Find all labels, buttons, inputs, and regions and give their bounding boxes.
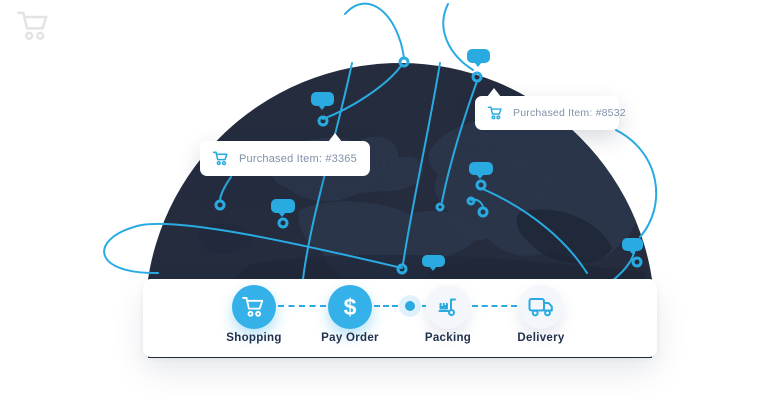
- callout-tail: [487, 88, 501, 97]
- step-connector: [472, 305, 517, 307]
- bubble-tail: [474, 62, 482, 67]
- step-label-delivery: Delivery: [517, 332, 565, 344]
- connection-lines: [103, 2, 658, 282]
- location-dots: [214, 56, 643, 275]
- delivery-truck-icon: [528, 297, 553, 316]
- step-label-pay-order: Pay Order: [321, 332, 379, 344]
- notification-bubble: [422, 255, 445, 271]
- step-connector: [374, 305, 398, 307]
- shopping-cart-logo[interactable]: [17, 10, 53, 42]
- bubble-tail: [476, 174, 484, 179]
- process-card: Shopping $ Pay Order Packing: [143, 279, 657, 357]
- step-delivery-circle: [519, 285, 563, 329]
- bubble-tail: [629, 250, 637, 255]
- cart-icon: [488, 106, 504, 120]
- dollar-icon: $: [343, 293, 357, 320]
- purchase-callout: Purchased Item: #3365: [200, 133, 370, 176]
- progress-dot: [405, 301, 415, 311]
- notification-bubble: [271, 199, 295, 217]
- callout-text: Purchased Item: #8532: [513, 107, 626, 119]
- purchase-callout: Purchased Item: #8532: [475, 88, 626, 130]
- bubble-tail: [278, 212, 286, 217]
- hand-truck-icon: [438, 298, 456, 316]
- notification-bubble: [467, 49, 490, 67]
- notification-bubble: [311, 92, 334, 110]
- step-packing-circle: [426, 285, 470, 329]
- step-connector: [422, 305, 426, 307]
- shopping-cart-icon: [241, 297, 263, 317]
- step-label-shopping: Shopping: [226, 332, 282, 344]
- callout-tail: [328, 133, 342, 142]
- step-shopping-circle: [232, 285, 276, 329]
- step-pay-order-circle: $: [328, 285, 372, 329]
- notification-bubble: [469, 162, 493, 179]
- callout-text: Purchased Item: #3365: [239, 152, 357, 165]
- bubble-tail: [318, 105, 326, 110]
- step-connector: [278, 305, 326, 307]
- cart-icon: [213, 151, 230, 166]
- bubble-tail: [429, 266, 437, 271]
- notification-bubble: [622, 238, 643, 255]
- step-label-packing: Packing: [424, 332, 472, 344]
